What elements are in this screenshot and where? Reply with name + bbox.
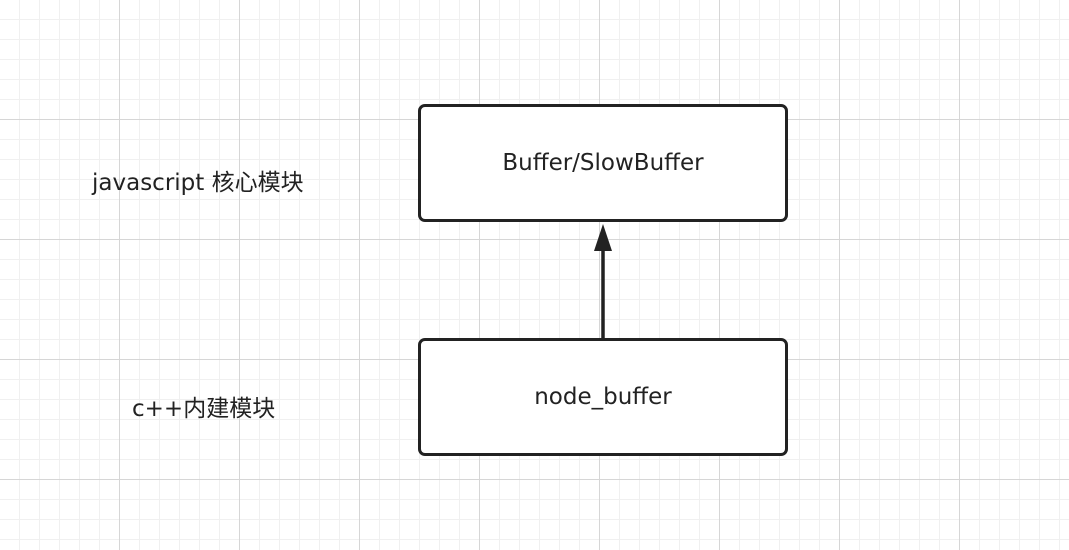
javascript-core-module-label: javascript 核心模块 [92,170,304,196]
cpp-builtin-module-label: c++内建模块 [132,396,276,422]
arrowhead-icon [594,224,612,251]
buffer-slowbuffer-node[interactable]: Buffer/SlowBuffer [418,104,788,222]
node-buffer-node-label: node_buffer [534,384,672,410]
buffer-slowbuffer-node-label: Buffer/SlowBuffer [502,150,704,176]
node-buffer-node[interactable]: node_buffer [418,338,788,456]
